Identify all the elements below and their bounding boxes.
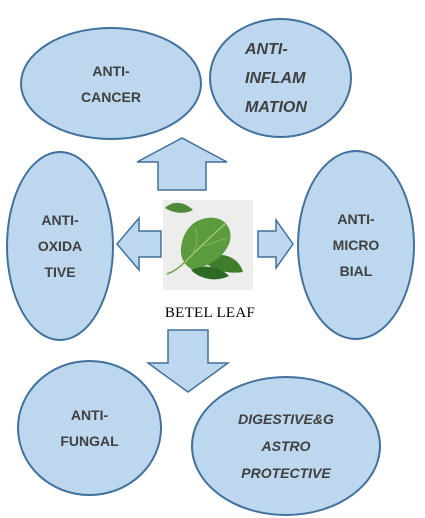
node-text-line: ANTI- [70,407,109,423]
node-text-line: CANCER [81,88,141,105]
node-text-line: PROTECTIVE [241,464,331,481]
node-anti-cancer: ANTI- CANCER [20,27,202,140]
node-anti-oxidative: ANTI- OXIDA TIVE [6,151,114,341]
node-anti-fungal: ANTI- FUNGAL [17,360,162,496]
node-text-line: MATION [245,98,307,116]
arrow-right [257,217,294,271]
center-caption: BETEL LEAF [164,305,256,321]
node-text-line: ANTI- [41,212,79,228]
node-text-line: OXIDA [37,238,83,254]
arrow-down [145,329,231,393]
node-text-line: TIVE [44,264,76,280]
node-text-line: ANTI- [337,211,375,227]
node-text-line: ASTRO [261,437,311,454]
node-text-line: ANTI- [245,40,288,58]
node-text-line: ANTI- [92,62,130,79]
betel-leaf-image [163,200,253,290]
node-anti-microbial: ANTI- MICRO BIAL [297,150,415,340]
arrow-up [136,137,228,191]
node-text-line: MICRO [332,237,380,253]
node-text-line: FUNGAL [60,433,119,449]
leaf-icon [163,200,253,290]
arrow-left [116,215,162,273]
node-digestive-gastroprotective: DIGESTIVE&G ASTRO PROTECTIVE [191,376,381,516]
node-anti-inflammation: ANTI- INFLAM MATION [209,18,352,138]
node-text-line: BIAL [339,263,373,279]
node-text-line: DIGESTIVE&G [238,410,334,427]
node-text-line: INFLAM [245,69,306,87]
